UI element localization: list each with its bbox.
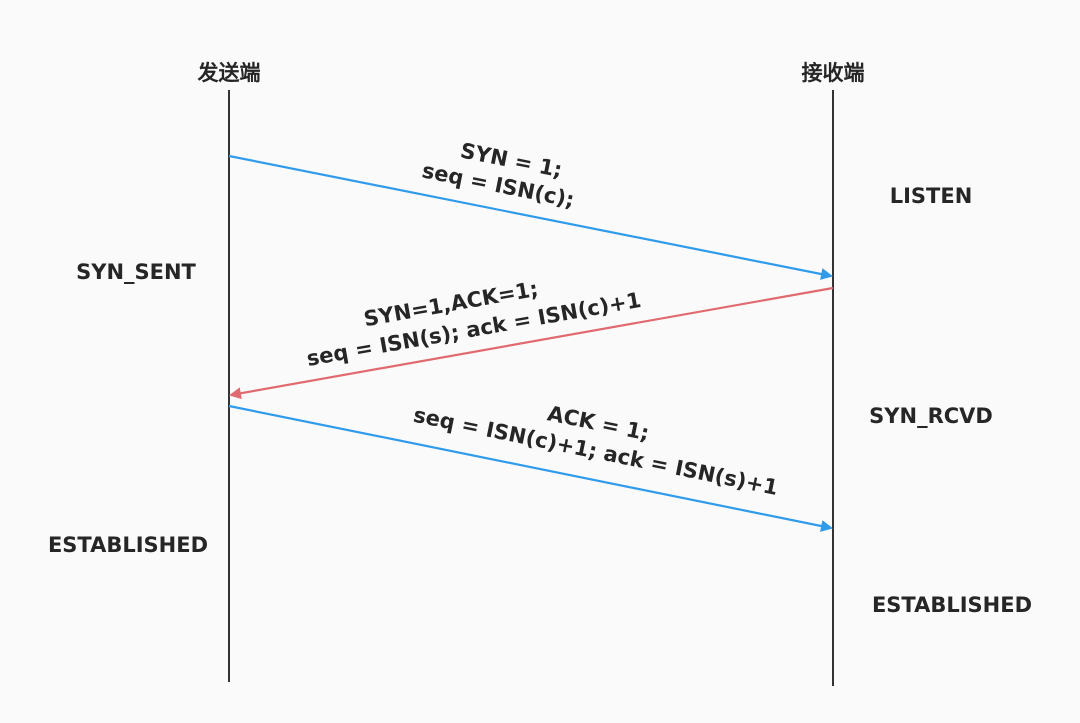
receiver-title: 接收端: [802, 61, 865, 85]
message-arrow-syn: [228, 154, 833, 280]
sender-title: 发送端: [197, 61, 261, 85]
message-arrow-syn-ack: [229, 286, 834, 400]
state-listen: LISTEN: [890, 184, 973, 208]
state-receiver-established: ESTABLISHED: [872, 593, 1032, 617]
state-syn-sent: SYN_SENT: [76, 260, 196, 284]
state-sender-established: ESTABLISHED: [48, 533, 208, 557]
message-arrow-ack: [228, 404, 833, 532]
state-syn-rcvd: SYN_RCVD: [869, 404, 993, 428]
